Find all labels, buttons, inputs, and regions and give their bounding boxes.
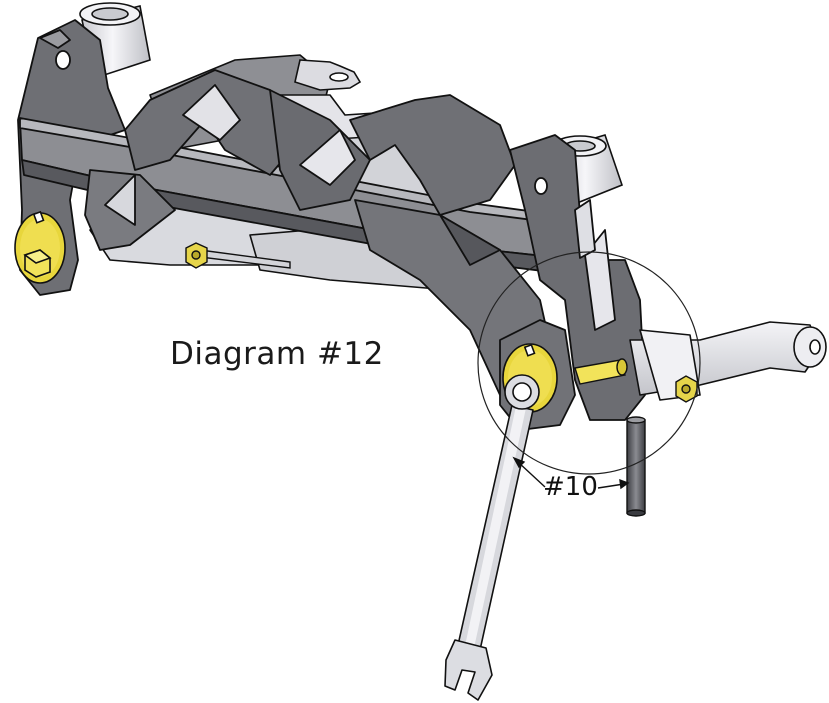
wrench-icon	[444, 374, 540, 701]
callout-leaders	[512, 456, 630, 490]
right-side-plate	[509, 134, 646, 421]
rear-link-arm	[629, 321, 827, 401]
top-mounting-tab	[294, 59, 362, 91]
right-nut	[675, 375, 698, 403]
diagram-title: Diagram #12	[170, 336, 384, 372]
alignment-pin	[626, 416, 646, 517]
left-cam-washer	[14, 210, 66, 284]
rear-bolt-assembly	[185, 242, 291, 269]
through-bolt	[574, 358, 628, 385]
detail-callout-circle	[477, 251, 701, 475]
callout-label: #10	[543, 472, 598, 502]
